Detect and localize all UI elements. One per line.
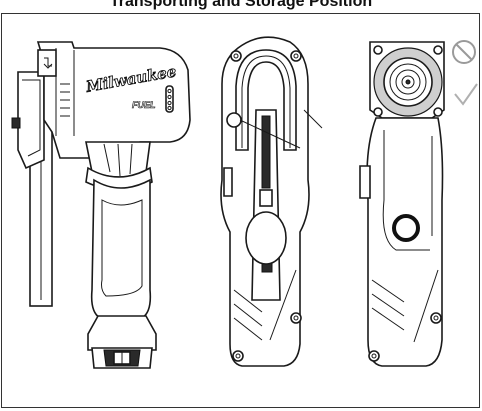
release-button bbox=[392, 214, 420, 242]
checkmark-icon bbox=[454, 83, 478, 106]
body-outline-right bbox=[366, 117, 444, 367]
illustration-frame bbox=[1, 13, 480, 408]
page-title: Transporting and Storage Position bbox=[109, 0, 373, 10]
prohibited-icon bbox=[452, 40, 476, 64]
tool-handle bbox=[90, 178, 152, 319]
front-view-band-removed bbox=[359, 41, 445, 367]
front-view-band-installed bbox=[220, 36, 323, 367]
adjust-knob bbox=[226, 112, 242, 128]
tool-battery bbox=[87, 315, 157, 351]
side-view-with-band: Milwaukee FUEL bbox=[11, 41, 191, 369]
fuel-logo-text: FUEL bbox=[132, 100, 156, 110]
